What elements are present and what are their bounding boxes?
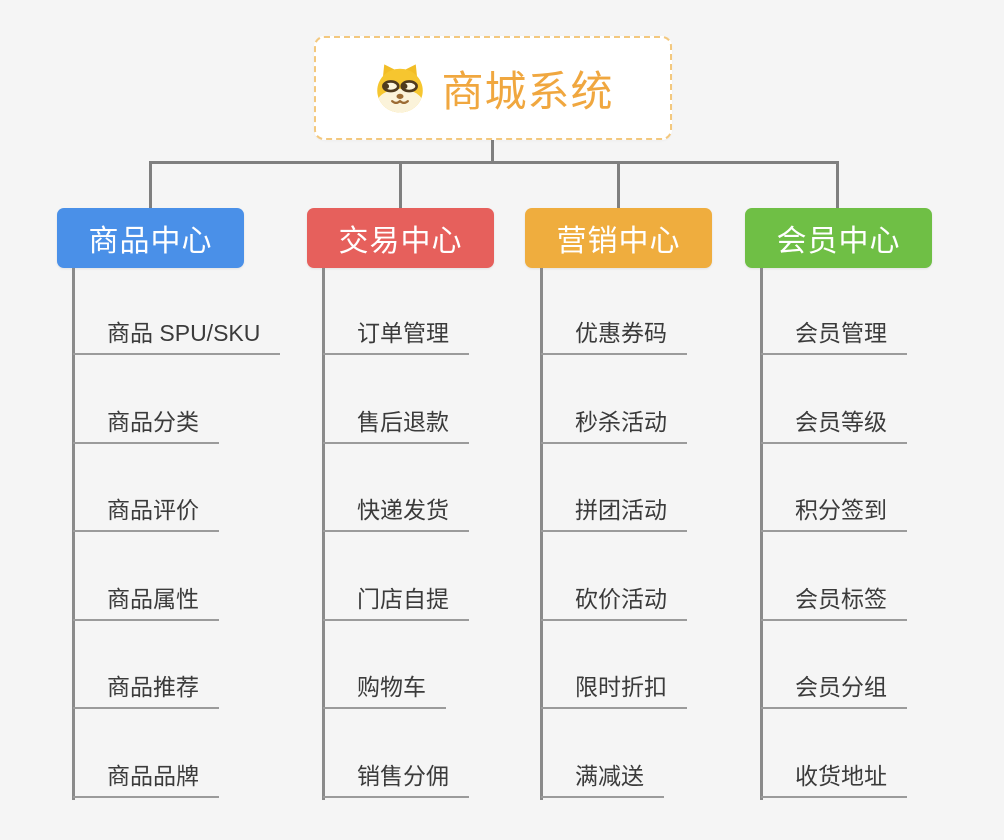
branch-trunk-line — [540, 268, 543, 800]
branch-connector-line — [617, 161, 620, 208]
leaf-node[interactable]: 限时折扣 — [541, 667, 687, 709]
leaf-node[interactable]: 会员等级 — [761, 402, 907, 444]
dog-face-icon — [372, 62, 428, 114]
branch-trunk-line — [322, 268, 325, 800]
leaf-node[interactable]: 优惠券码 — [541, 313, 687, 355]
branch-connector-line — [399, 161, 402, 208]
leaf-node[interactable]: 收货地址 — [761, 756, 907, 798]
leaf-node[interactable]: 砍价活动 — [541, 579, 687, 621]
leaf-node[interactable]: 商品属性 — [73, 579, 219, 621]
root-node[interactable]: 商城系统 — [314, 36, 672, 140]
leaf-node[interactable]: 购物车 — [323, 667, 446, 709]
leaf-node[interactable]: 会员分组 — [761, 667, 907, 709]
leaf-node[interactable]: 售后退款 — [323, 402, 469, 444]
leaf-node[interactable]: 商品分类 — [73, 402, 219, 444]
branch-node-marketing-center[interactable]: 营销中心 — [525, 208, 712, 268]
leaf-node[interactable]: 商品品牌 — [73, 756, 219, 798]
leaf-node[interactable]: 会员标签 — [761, 579, 907, 621]
branch-connector-line — [836, 161, 839, 208]
leaf-node[interactable]: 商品推荐 — [73, 667, 219, 709]
leaf-node[interactable]: 门店自提 — [323, 579, 469, 621]
leaf-node[interactable]: 商品评价 — [73, 490, 219, 532]
leaf-node[interactable]: 积分签到 — [761, 490, 907, 532]
branch-node-product-center[interactable]: 商品中心 — [57, 208, 244, 268]
leaf-node[interactable]: 商品 SPU/SKU — [73, 313, 281, 355]
leaf-node[interactable]: 销售分佣 — [323, 756, 469, 798]
branch-node-trade-center[interactable]: 交易中心 — [307, 208, 494, 268]
leaf-node[interactable]: 会员管理 — [761, 313, 907, 355]
branch-connector-line — [149, 161, 152, 208]
root-title: 商城系统 — [441, 67, 614, 115]
horizontal-connector-line — [149, 161, 839, 164]
leaf-node[interactable]: 订单管理 — [323, 313, 469, 355]
leaf-node[interactable]: 秒杀活动 — [541, 402, 687, 444]
branch-node-member-center[interactable]: 会员中心 — [745, 208, 932, 268]
leaf-node[interactable]: 拼团活动 — [541, 490, 687, 532]
root-connector-line — [491, 140, 494, 163]
branch-trunk-line — [72, 268, 75, 800]
leaf-node[interactable]: 快递发货 — [323, 490, 469, 532]
branch-trunk-line — [760, 268, 763, 800]
leaf-node[interactable]: 满减送 — [541, 756, 664, 798]
